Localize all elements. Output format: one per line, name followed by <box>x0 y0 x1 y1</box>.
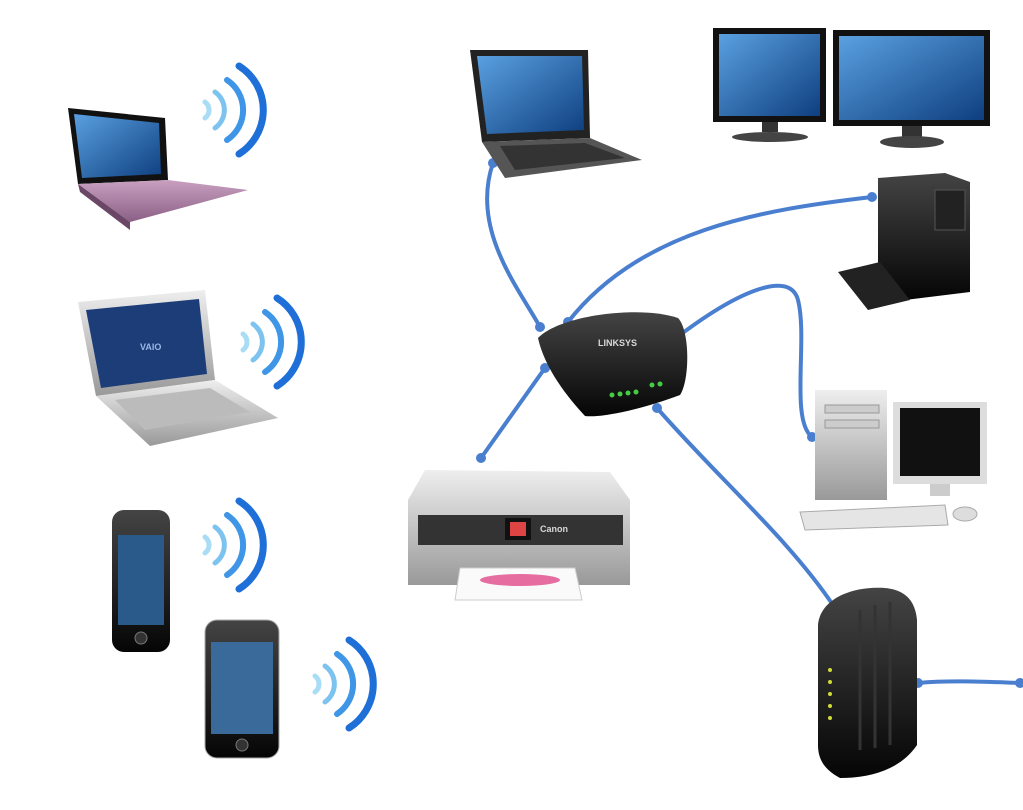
wireless-laptop: VAIO <box>78 290 278 446</box>
link-modem-internet <box>916 679 1022 685</box>
smartphone-1 <box>112 510 170 652</box>
wifi-signal-icon <box>315 640 373 728</box>
wired-laptop <box>470 50 642 178</box>
link-laptop-router <box>485 161 542 329</box>
link-router-modem <box>655 406 837 610</box>
link-tower-router <box>566 195 874 324</box>
tower-pc <box>838 173 970 310</box>
desktop-pc <box>799 390 987 531</box>
wifi-signal-icon <box>205 66 263 154</box>
router: LINKSYS <box>538 312 688 417</box>
cable-modem <box>818 587 917 778</box>
wifi-signal-icon <box>205 501 263 589</box>
printer-logo: Canon <box>540 524 568 534</box>
router-logo: LINKSYS <box>598 338 637 348</box>
dual-monitors <box>713 28 990 148</box>
smartphone-2 <box>204 619 280 759</box>
printer: Canon <box>408 470 630 601</box>
link-router-desktop <box>678 283 814 439</box>
link-router-printer <box>479 366 547 460</box>
laptop-logo: VAIO <box>140 342 161 352</box>
wireless-netbook <box>68 108 248 230</box>
wifi-signal-icon <box>243 298 301 386</box>
